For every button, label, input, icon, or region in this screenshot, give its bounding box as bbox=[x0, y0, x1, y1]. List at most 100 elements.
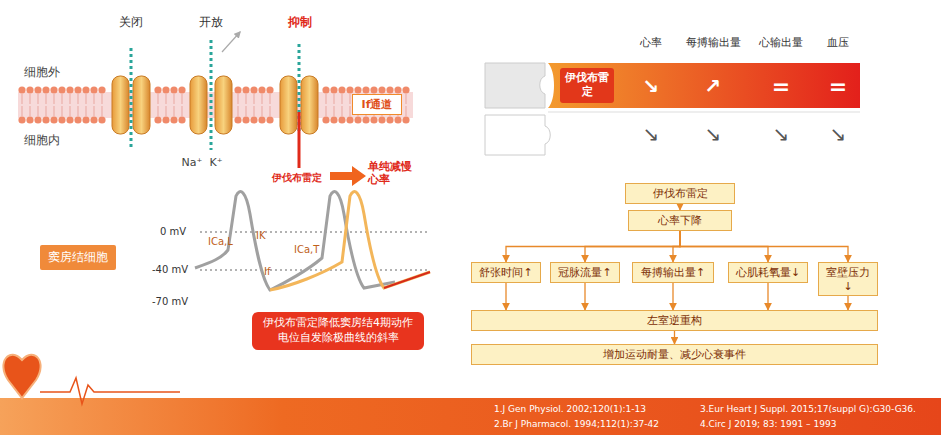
action-potential bbox=[195, 192, 430, 290]
effect-box: 心肌耗氧量↓ bbox=[728, 262, 808, 283]
label-text: ↘ bbox=[773, 122, 790, 146]
label: 细胞外 bbox=[24, 64, 60, 81]
column-header: 心率 bbox=[640, 35, 662, 50]
effect-box: 舒张时间↑ bbox=[471, 262, 541, 283]
label: 0 mV bbox=[160, 226, 186, 237]
label-text: 4.Circ J 2019; 83: 1991 – 1993 bbox=[700, 419, 836, 429]
channel-blocked bbox=[280, 44, 318, 168]
node-text: 伊伐布雷定 bbox=[562, 71, 612, 100]
label-text: IK bbox=[256, 230, 266, 241]
label: 伊伐布雷定 bbox=[272, 172, 324, 184]
node-text: 窦房结细胞 bbox=[48, 249, 108, 266]
effect-box: 室壁压力↓ bbox=[818, 262, 878, 296]
node-text: 舒张时间↑ bbox=[479, 265, 532, 280]
label-text: ↗ bbox=[705, 74, 722, 98]
label-text: -40 mV bbox=[152, 264, 188, 275]
label-text: 细胞内 bbox=[24, 133, 60, 147]
start-box: 伊伐布雷定 bbox=[625, 183, 735, 204]
label-text: If bbox=[264, 266, 270, 277]
effect-box: 每搏输出量↑ bbox=[632, 262, 714, 283]
label-text: ↘ bbox=[643, 122, 660, 146]
drug-tag: 伊伐布雷定 bbox=[560, 68, 614, 103]
label: IK bbox=[256, 230, 266, 241]
label-text: ↘ bbox=[705, 122, 722, 146]
label-text: 细胞外 bbox=[24, 65, 60, 79]
table-cell: ↘ bbox=[705, 122, 722, 146]
table-cell: ↗ bbox=[705, 74, 722, 98]
label: If bbox=[264, 266, 270, 277]
node-text: If通道 bbox=[362, 97, 393, 112]
label-text: -70 mV bbox=[152, 296, 188, 307]
reference: 4.Circ J 2019; 83: 1991 – 1993 bbox=[700, 419, 836, 429]
label-text: Na⁺ bbox=[182, 156, 203, 169]
label-text: = bbox=[829, 74, 847, 99]
label-text: 开放 bbox=[199, 15, 223, 29]
label-text: 关闭 bbox=[119, 15, 143, 29]
label-text: ICa,L bbox=[208, 236, 233, 247]
channel-open bbox=[190, 32, 240, 150]
label: K⁺ bbox=[209, 156, 222, 169]
ecg-line bbox=[40, 378, 180, 404]
column-header: 心输出量 bbox=[759, 35, 803, 50]
label: 单纯减慢心率 bbox=[368, 160, 416, 186]
footer-bar bbox=[0, 398, 941, 435]
comparison-table bbox=[485, 63, 860, 155]
label-text: K⁺ bbox=[209, 156, 222, 169]
label-text: 单纯减慢心率 bbox=[368, 160, 412, 186]
label-text: = bbox=[772, 74, 790, 99]
column-header: 血压 bbox=[827, 35, 849, 50]
flow-arrow bbox=[680, 231, 848, 262]
effect-arrow bbox=[330, 166, 366, 186]
flow-arrow bbox=[672, 283, 673, 310]
node-text: 增加运动耐量、减少心衰事件 bbox=[603, 347, 746, 362]
label-text: 2.Br J Pharmacol. 1994;112(1):37-42 bbox=[494, 419, 659, 429]
label-text: 血压 bbox=[827, 36, 849, 49]
table-cell: ↘ bbox=[643, 74, 660, 98]
node-text: 伊伐布雷定 bbox=[653, 186, 708, 201]
cell-tag: 窦房结细胞 bbox=[40, 245, 116, 270]
flow-arrow bbox=[505, 283, 506, 310]
label-text: 每搏输出量 bbox=[686, 36, 741, 49]
reference: 2.Br J Pharmacol. 1994;112(1):37-42 bbox=[494, 419, 659, 429]
label-text: 0 mV bbox=[160, 226, 186, 237]
flow-arrow bbox=[673, 231, 680, 262]
note-box: 伊伐布雷定降低窦房结4期动作电位自发除极曲线的斜率 bbox=[252, 312, 424, 350]
node-text: 心率下降 bbox=[658, 213, 702, 228]
label: ICa,T bbox=[294, 244, 319, 255]
node-text: 冠脉流量↑ bbox=[558, 265, 611, 280]
label-text: 心输出量 bbox=[759, 36, 803, 49]
label-text: ↘ bbox=[643, 74, 660, 98]
node-text: 心肌耗氧量↓ bbox=[736, 265, 800, 280]
table-cell: = bbox=[829, 74, 847, 99]
flow-arrow bbox=[584, 283, 585, 310]
table-cell: = bbox=[772, 74, 790, 99]
reference: 1.J Gen Physiol. 2002;120(1):1-13 bbox=[494, 404, 646, 414]
label-text: 心率 bbox=[640, 36, 662, 49]
heart-icon bbox=[3, 355, 40, 398]
label: -40 mV bbox=[152, 264, 188, 275]
label-text: 1.J Gen Physiol. 2002;120(1):1-13 bbox=[494, 404, 646, 414]
label: 细胞内 bbox=[24, 132, 60, 149]
outcome-box: 增加运动耐量、减少心衰事件 bbox=[471, 344, 878, 365]
label: 开放 bbox=[199, 14, 223, 31]
label-text: 伊伐布雷定 bbox=[272, 172, 322, 183]
node-text: 室壁压力↓ bbox=[823, 265, 873, 293]
result-box: 左室逆重构 bbox=[471, 310, 878, 331]
label-text: 抑制 bbox=[288, 15, 312, 29]
label-text: ICa,T bbox=[294, 244, 319, 255]
label: -70 mV bbox=[152, 296, 188, 307]
label: 关闭 bbox=[119, 14, 143, 31]
node-text: 伊伐布雷定降低窦房结4期动作电位自发除极曲线的斜率 bbox=[258, 316, 418, 346]
flow-arrow bbox=[585, 231, 680, 262]
flow-arrow bbox=[847, 296, 848, 310]
flow-arrow bbox=[767, 283, 768, 310]
label: Na⁺ bbox=[182, 156, 203, 169]
effect-box: 冠脉流量↑ bbox=[550, 262, 620, 283]
label: 抑制 bbox=[288, 14, 312, 31]
channel-tag: If通道 bbox=[352, 94, 402, 115]
column-header: 每搏输出量 bbox=[686, 35, 741, 50]
table-cell: ↘ bbox=[643, 122, 660, 146]
flow-arrow bbox=[680, 231, 768, 262]
